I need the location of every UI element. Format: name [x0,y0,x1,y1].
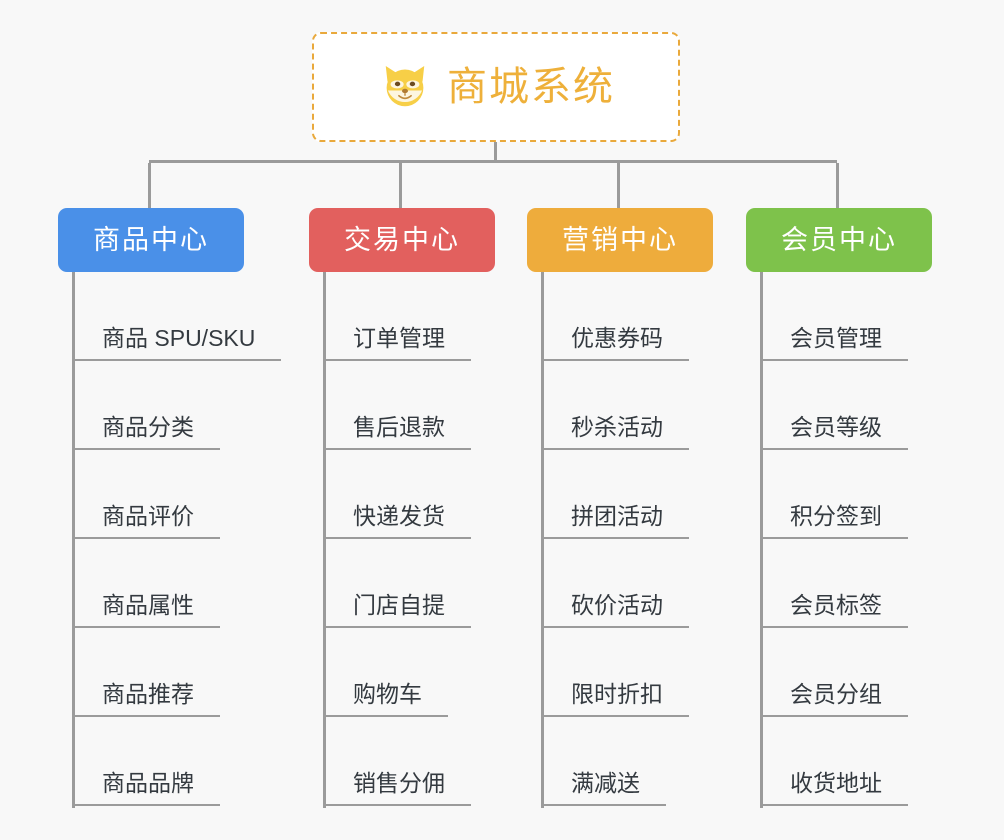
leaf-item[interactable]: 满减送 [527,717,713,806]
leaf-item[interactable]: 订单管理 [309,272,495,361]
leaf-item-label: 会员管理 [760,327,908,361]
branch-header-4[interactable]: 会员中心 [746,208,932,272]
leaf-item-label: 商品 SPU/SKU [72,327,282,361]
leaf-list: 会员管理会员等级积分签到会员标签会员分组收货地址 [746,272,932,806]
root-title: 商城系统 [447,65,615,109]
leaf-item-label: 商品评价 [72,505,220,539]
leaf-item[interactable]: 商品属性 [58,539,281,628]
leaf-item[interactable]: 商品分类 [58,361,281,450]
branch-header-label: 商品中心 [93,224,209,255]
leaf-item-label: 拼团活动 [541,505,689,539]
branch-stem-connector [148,163,151,208]
branch-column-3: 营销中心优惠券码秒杀活动拼团活动砍价活动限时折扣满减送 [527,163,713,808]
leaf-item[interactable]: 商品 SPU/SKU [58,272,282,361]
branch-header-label: 营销中心 [562,224,678,255]
leaf-item[interactable]: 会员管理 [746,272,932,361]
leaf-item[interactable]: 积分签到 [746,450,932,539]
leaf-item[interactable]: 会员标签 [746,539,932,628]
branch-stem-connector [836,163,839,208]
leaf-item[interactable]: 销售分佣 [309,717,495,806]
branch-stem-connector [399,163,402,208]
leaf-item[interactable]: 限时折扣 [527,628,713,717]
root-stem-connector [494,142,497,163]
leaf-item-label: 门店自提 [323,594,471,628]
leaf-item-label: 商品属性 [72,594,220,628]
leaf-item[interactable]: 商品评价 [58,450,281,539]
leaf-item[interactable]: 会员分组 [746,628,932,717]
leaf-item-label: 优惠券码 [541,327,689,361]
leaf-item-label: 收货地址 [760,772,908,806]
branch-trunk-connector [323,272,326,808]
leaf-item[interactable]: 优惠券码 [527,272,713,361]
branch-column-1: 商品中心商品 SPU/SKU 商品分类商品评价商品属性商品推荐商品品牌 [58,163,282,808]
leaf-item[interactable]: 秒杀活动 [527,361,713,450]
leaf-item[interactable]: 商品品牌 [58,717,281,806]
branch-header-3[interactable]: 营销中心 [527,208,713,272]
leaf-item-label: 满减送 [541,772,666,806]
leaf-item[interactable]: 门店自提 [309,539,495,628]
shiba-dog-face-icon [385,66,425,107]
leaf-item[interactable]: 快递发货 [309,450,495,539]
root-node[interactable]: 商城系统 [312,32,680,142]
leaf-list: 优惠券码秒杀活动拼团活动砍价活动限时折扣满减送 [527,272,713,806]
leaf-item-label: 商品推荐 [72,683,220,717]
branch-trunk-connector [541,272,544,808]
leaf-item-label: 会员分组 [760,683,908,717]
branch-column-4: 会员中心会员管理会员等级积分签到会员标签会员分组收货地址 [746,163,932,808]
branch-header-1[interactable]: 商品中心 [58,208,244,272]
leaf-item-label: 购物车 [323,683,448,717]
leaf-item-label: 限时折扣 [541,683,689,717]
leaf-item[interactable]: 售后退款 [309,361,495,450]
leaf-item-label: 会员标签 [760,594,908,628]
leaf-list: 商品 SPU/SKU 商品分类商品评价商品属性商品推荐商品品牌 [58,272,282,806]
leaf-item-label: 销售分佣 [323,772,471,806]
branch-header-label: 交易中心 [344,224,460,255]
leaf-item-label: 会员等级 [760,416,908,450]
branch-header-2[interactable]: 交易中心 [309,208,495,272]
leaf-item[interactable]: 会员等级 [746,361,932,450]
leaf-item-label: 快递发货 [323,505,471,539]
leaf-item-label: 商品品牌 [72,772,220,806]
leaf-item-label: 商品分类 [72,416,220,450]
leaf-item-label: 售后退款 [323,416,471,450]
branch-stem-connector [617,163,620,208]
leaf-item[interactable]: 收货地址 [746,717,932,806]
leaf-item-label: 订单管理 [323,327,471,361]
leaf-item-label: 积分签到 [760,505,908,539]
branch-trunk-connector [760,272,763,808]
leaf-item[interactable]: 拼团活动 [527,450,713,539]
branch-bus-connector [149,160,837,163]
branch-header-label: 会员中心 [781,224,897,255]
leaf-item-label: 砍价活动 [541,594,689,628]
branch-column-2: 交易中心订单管理售后退款快递发货门店自提购物车销售分佣 [309,163,495,808]
leaf-item[interactable]: 商品推荐 [58,628,281,717]
leaf-item-label: 秒杀活动 [541,416,689,450]
leaf-list: 订单管理售后退款快递发货门店自提购物车销售分佣 [309,272,495,806]
branch-trunk-connector [72,272,75,808]
leaf-item[interactable]: 砍价活动 [527,539,713,628]
leaf-item[interactable]: 购物车 [309,628,495,717]
